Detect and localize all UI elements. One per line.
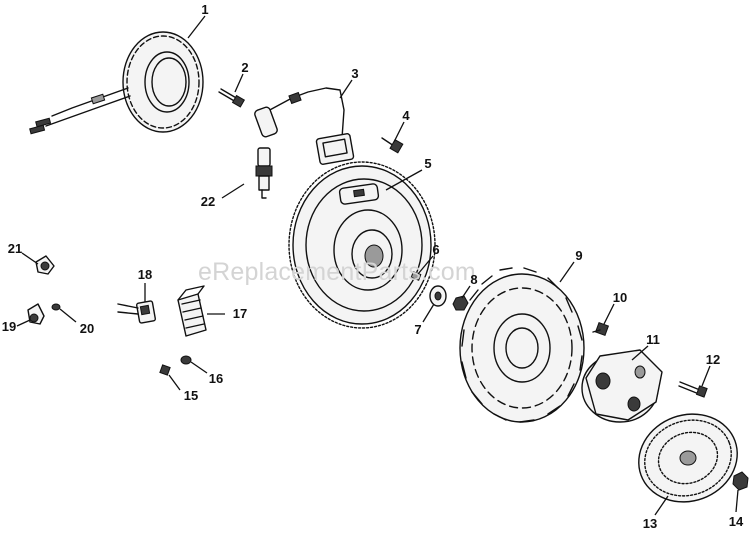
callout-12: 12 [706,352,720,367]
part-7-washer [429,285,447,307]
part-21-clamp [35,255,55,275]
callout-18: 18 [138,267,152,282]
callout-6: 6 [432,242,439,257]
callout-numbers: 1 2 3 4 5 6 7 8 9 10 11 12 13 14 15 16 1… [2,2,744,531]
callout-16: 16 [209,371,223,386]
callout-21: 21 [8,241,22,256]
callout-11: 11 [646,332,660,347]
part-19-clip [27,303,45,325]
callout-13: 13 [643,516,657,531]
part-5-flywheel [288,161,436,329]
part-18-connector [117,300,156,324]
part-3-ignition-module [254,87,355,165]
callout-2: 2 [241,60,248,75]
part-13-screen [638,413,738,503]
part-20-washer [51,303,61,311]
callout-22: 22 [201,194,215,209]
part-14-nut [732,471,749,491]
leader-lines [16,15,739,516]
part-1-stator [29,31,204,135]
part-8-nut [452,295,469,311]
callout-4: 4 [402,108,410,123]
callout-19: 19 [2,319,16,334]
callout-8: 8 [470,272,477,287]
callout-7: 7 [414,322,421,337]
callout-17: 17 [233,306,247,321]
callout-15: 15 [184,388,198,403]
part-17-rectifier-regulator [177,285,207,337]
part-16-washer [180,355,192,365]
part-2-bolt [218,88,246,108]
part-22-spark-plug [255,147,273,199]
part-11-hub [581,349,663,423]
part-9-fan [459,267,585,423]
part-4-screw [381,137,404,154]
part-12-bolt [678,381,708,398]
callout-9: 9 [575,248,582,263]
callout-14: 14 [729,514,744,529]
callout-3: 3 [351,66,358,81]
callout-10: 10 [613,290,627,305]
part-10-screw [592,321,610,337]
callout-5: 5 [424,156,431,171]
watermark-text: eReplacementParts.com [198,258,476,286]
callout-20: 20 [80,321,94,336]
callout-1: 1 [201,2,208,17]
part-15-screw [159,364,171,376]
